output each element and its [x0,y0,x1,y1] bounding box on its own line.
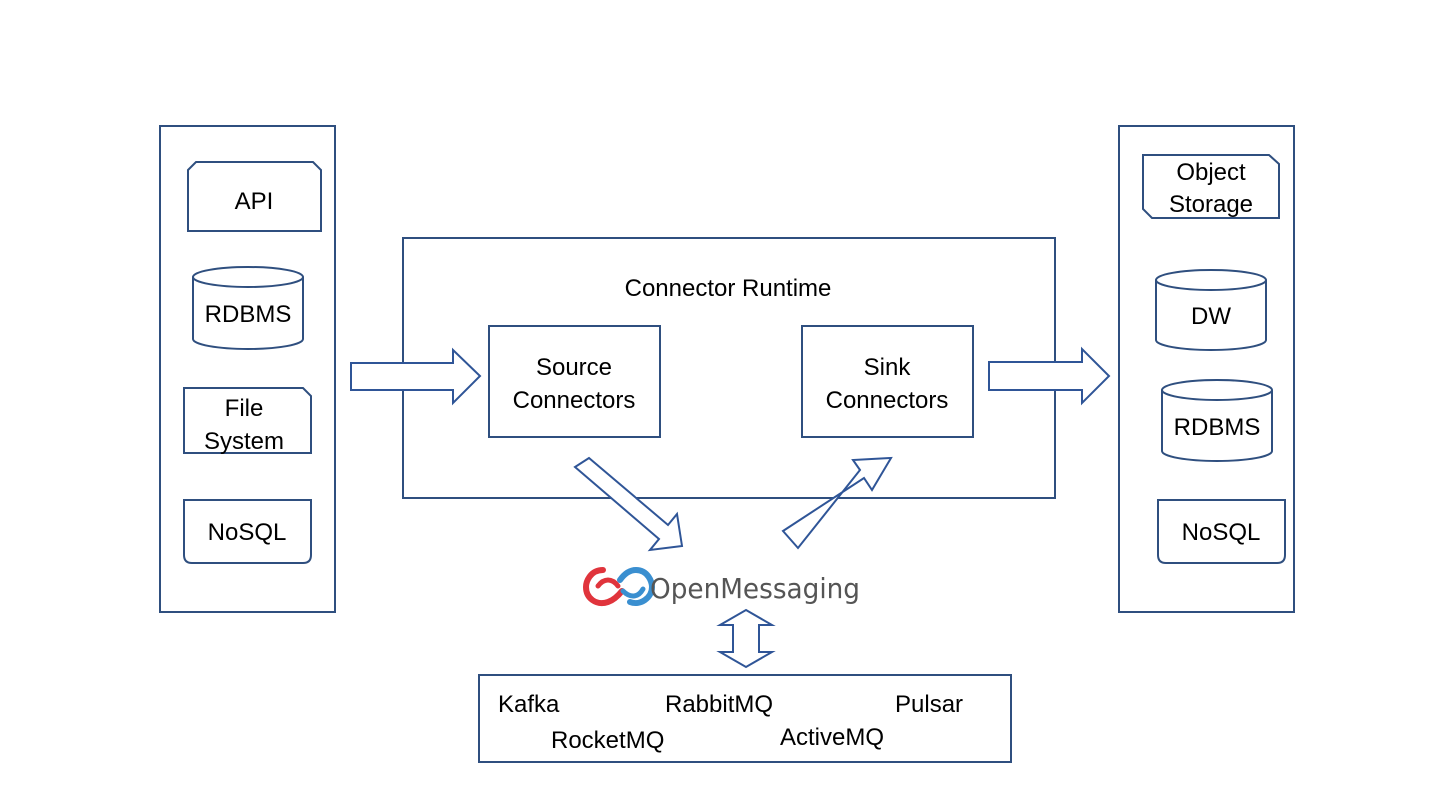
object-storage-label-line1: Object [1176,159,1246,186]
object-storage-label-line2: Storage [1169,191,1253,218]
sources-to-runtime-arrow [350,347,482,406]
source-connectors-label-line1: Source [536,354,612,381]
sink-nosql-box [1157,499,1286,564]
source-connectors-label-line2: Connectors [513,387,636,414]
messaging-broker-double-arrow [716,608,776,669]
source-connectors-box [488,325,661,438]
source-to-messaging-arrow [573,456,684,552]
broker-pulsar: Pulsar [895,691,963,718]
file-system-box [183,387,312,454]
broker-rabbitmq: RabbitMQ [665,691,773,718]
sink-connectors-label-line2: Connectors [826,387,949,414]
openmessaging-logo-icon [582,566,656,606]
broker-rocketmq: RocketMQ [551,727,664,754]
sink-rdbms-label: RDBMS [1174,414,1261,441]
source-rdbms-label: RDBMS [205,301,292,328]
openmessaging-logo-text: OpenMessaging [650,572,860,605]
api-label: API [235,188,274,215]
broker-activemq: ActiveMQ [780,724,884,751]
dw-label: DW [1191,303,1231,330]
sink-connectors-box [801,325,974,438]
connector-runtime-title: Connector Runtime [625,275,832,302]
broker-kafka: Kafka [498,691,560,718]
api-box [187,161,322,232]
dw-cylinder [1155,269,1267,351]
file-system-label-line2: System [204,428,284,455]
brokers-box [478,674,1012,763]
file-system-label-line1: File [225,395,264,422]
sink-connectors-label-line1: Sink [864,354,912,381]
messaging-to-sink-arrow [781,456,893,550]
object-storage-box [1142,154,1280,219]
source-nosql-box [183,499,312,564]
sink-nosql-label: NoSQL [1182,519,1261,546]
runtime-to-sinks-arrow [988,346,1111,406]
source-nosql-label: NoSQL [208,519,287,546]
source-rdbms-cylinder [192,266,304,350]
sink-rdbms-cylinder [1161,379,1273,462]
